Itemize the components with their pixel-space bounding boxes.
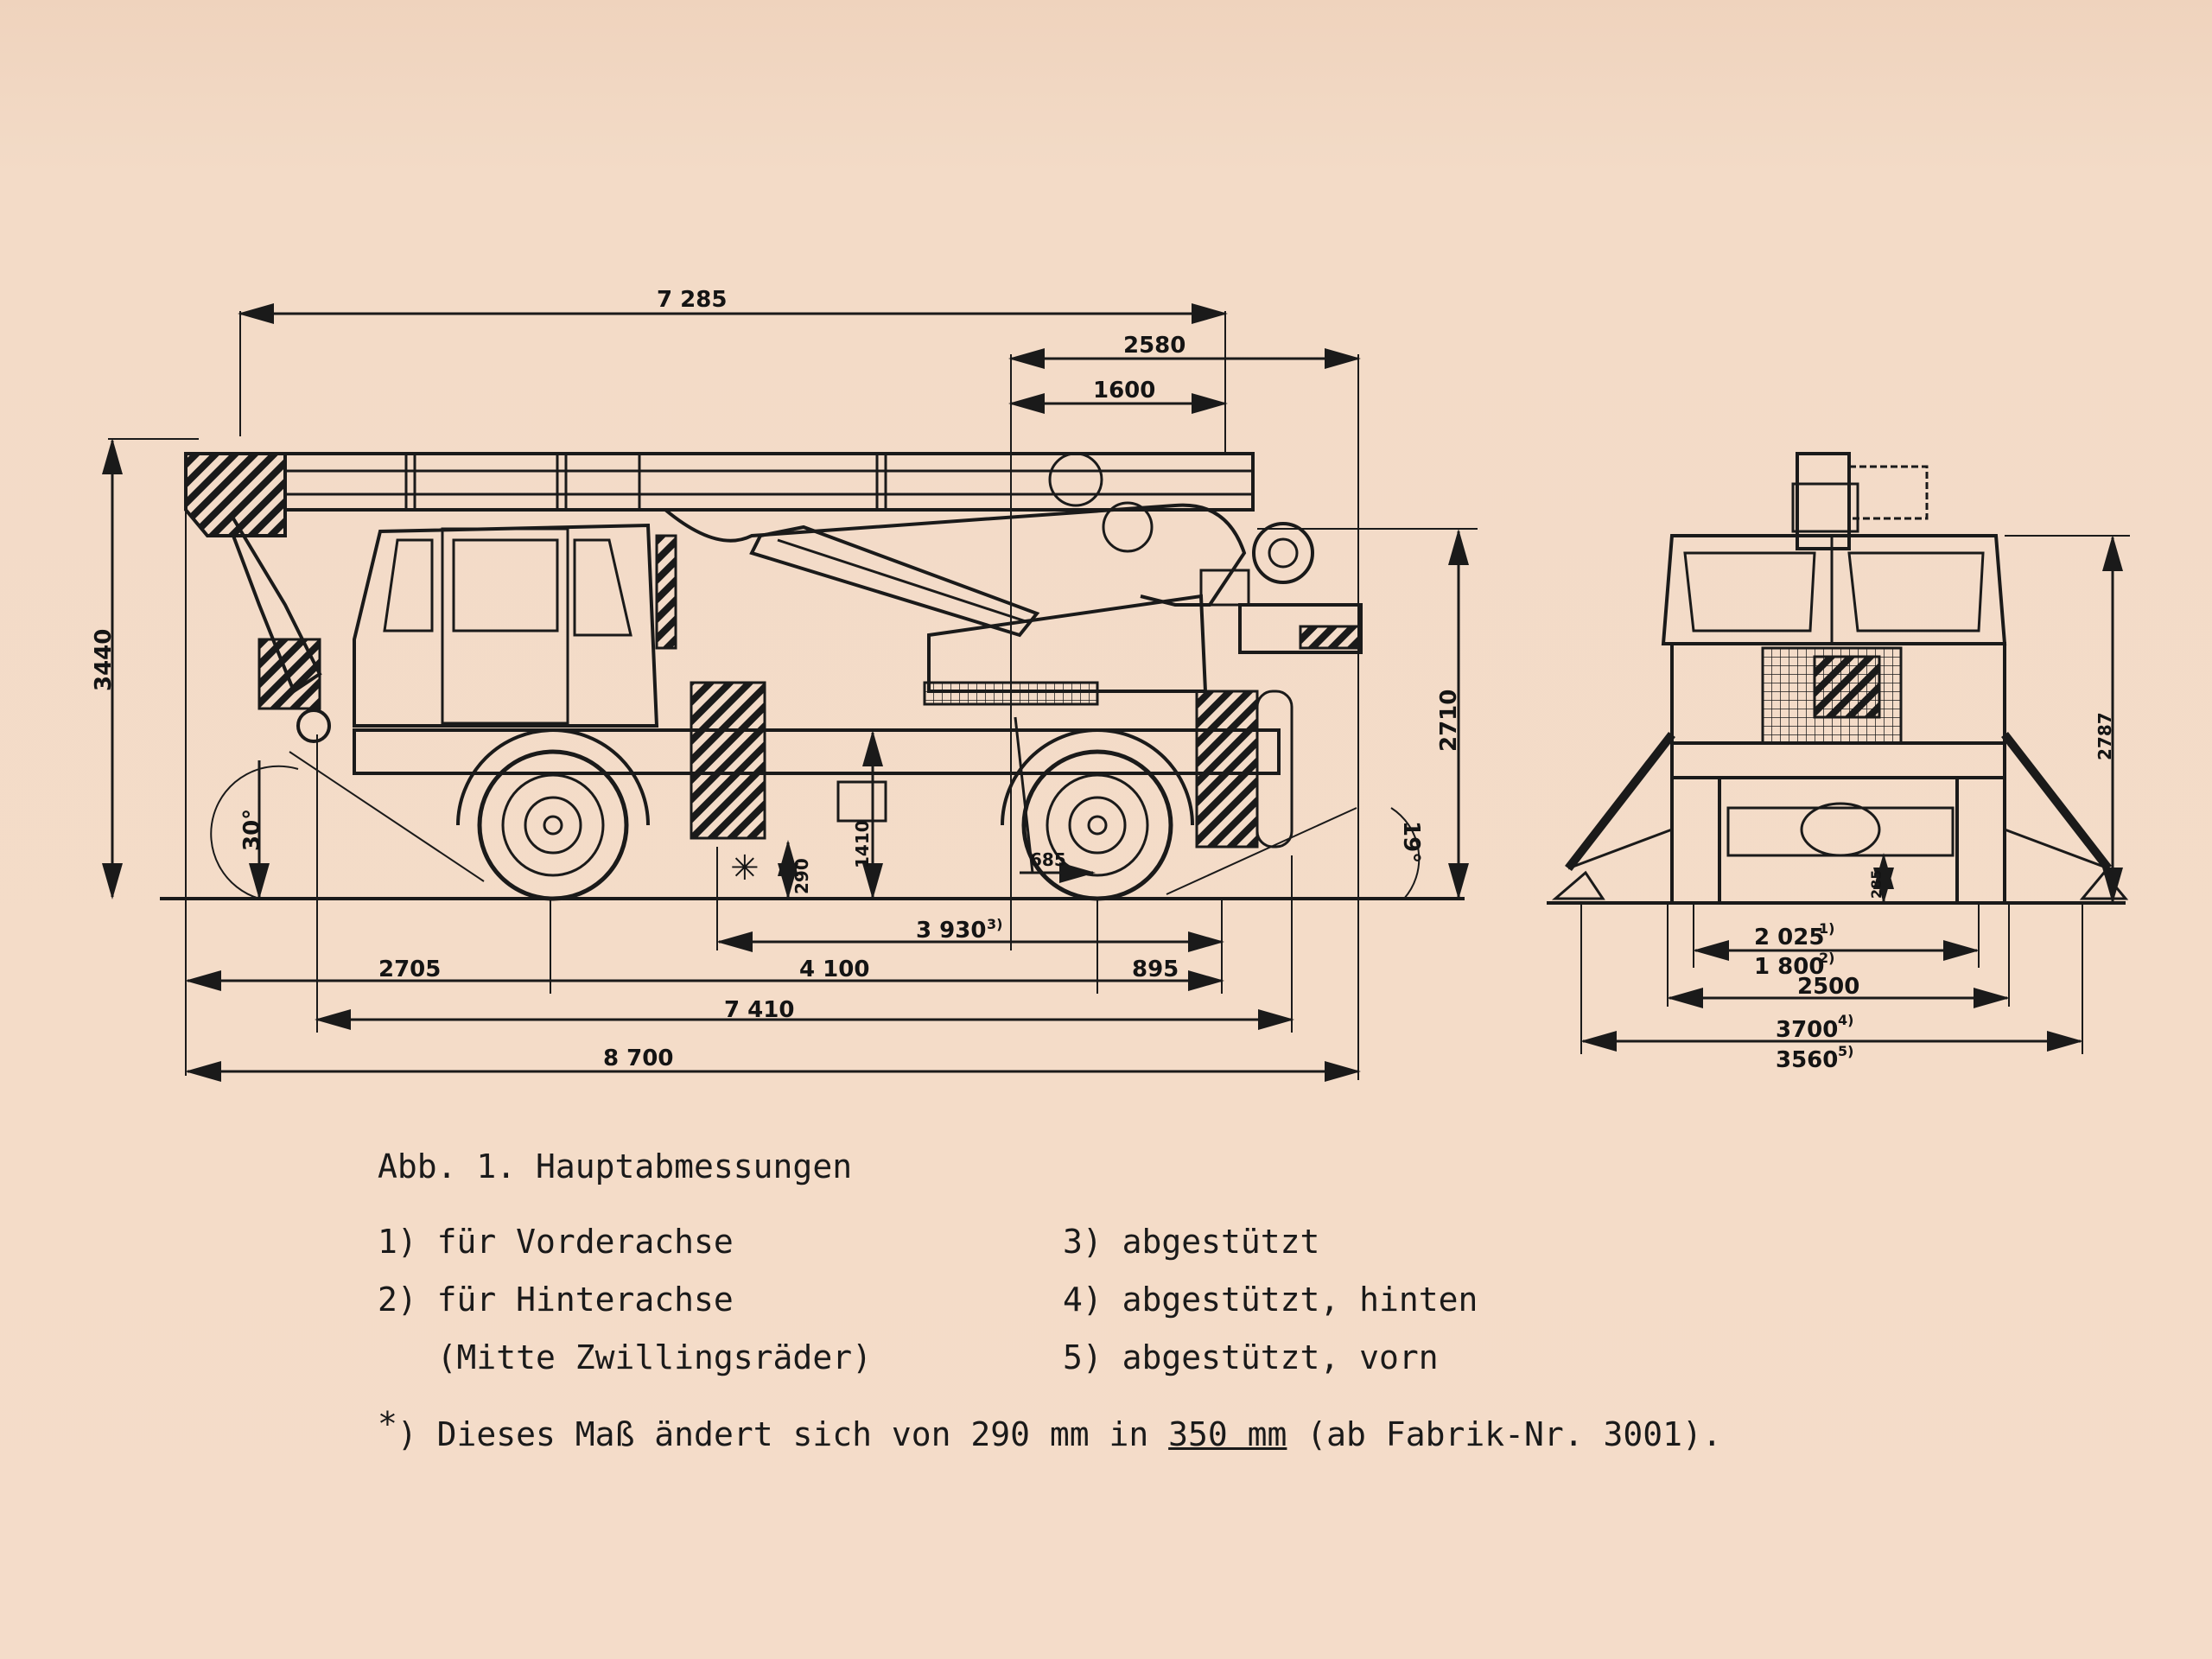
footnote-mark: *: [378, 1405, 397, 1443]
dim-2787: 2787: [2094, 712, 2115, 760]
footnote: *) Dieses Maß ändert sich von 290 mm in …: [378, 1405, 1722, 1453]
chassis: [353, 681, 1294, 874]
dim-7285: 7 285: [657, 287, 727, 313]
dim-3700: 3700: [1776, 1017, 1838, 1043]
footnote-underlined: 350 mm: [1168, 1415, 1287, 1453]
dim-3560: 3560: [1776, 1047, 1838, 1073]
driver-cab: [353, 523, 677, 728]
note-5: 5) abgestützt, vorn: [1063, 1338, 1439, 1376]
crane-boom: [184, 452, 1314, 743]
note-3: 3) abgestützt: [1063, 1223, 1320, 1261]
dim-3560-sup: 5): [1838, 1043, 1853, 1059]
side-view: 7 285 2580 1600 3440 2710 30° 19° 290 14…: [91, 287, 1478, 1082]
dim-1410: 1410: [852, 820, 873, 868]
note-2: 2) für Hinterachse: [378, 1281, 734, 1319]
dim-2500: 2500: [1797, 974, 1859, 1000]
dim-1600: 1600: [1093, 378, 1155, 404]
dim-8700: 8 700: [603, 1046, 673, 1071]
dim-895: 895: [1132, 957, 1179, 982]
front-view-labels: 2787 285 2 025 1) 1 800 2) 2500 3700 4) …: [1754, 712, 2115, 1073]
dim-7410: 7 410: [724, 997, 794, 1023]
figure-caption: Abb. 1. Hauptabmessungen: [378, 1147, 853, 1185]
dim-2710: 2710: [1436, 690, 1462, 752]
dim-4100: 4 100: [799, 957, 869, 982]
dimension-lines: [102, 303, 1469, 1082]
dim-3700-sup: 4): [1838, 1012, 1853, 1028]
asterisk-mark: ✳: [730, 849, 760, 888]
dim-3930: 3 930: [916, 918, 986, 944]
dim-3930-sup: 3): [987, 916, 1002, 932]
dim-290: 290: [791, 858, 812, 894]
footnote-post: (ab Fabrik-Nr. 3001).: [1287, 1415, 1722, 1453]
dim-285: 285: [1868, 870, 1885, 899]
side-view-labels: 7 285 2580 1600 3440 2710 30° 19° 290 14…: [91, 287, 1462, 1071]
front-wheel: [456, 728, 650, 901]
dim-2580: 2580: [1123, 333, 1185, 359]
dim-2025: 2 025: [1754, 925, 1824, 950]
angle-19: 19°: [1398, 821, 1424, 863]
dim-1800: 1 800: [1754, 954, 1824, 980]
dim-2705: 2705: [378, 957, 441, 982]
dim-3440: 3440: [91, 629, 117, 691]
dim-685: 685: [1030, 849, 1066, 870]
note-4: 4) abgestützt, hinten: [1063, 1281, 1478, 1319]
angle-30: 30°: [239, 809, 265, 851]
note-1: 1) für Vorderachse: [378, 1223, 734, 1261]
front-view: 2787 285 2 025 1) 1 800 2) 2500 3700 4) …: [1547, 452, 2130, 1073]
footnote-pre: ) Dieses Maß ändert sich von 290 mm in: [397, 1415, 1169, 1453]
note-2-detail: (Mitte Zwillingsräder): [378, 1338, 872, 1376]
dim-2025-sup: 1): [1819, 920, 1834, 937]
front-dimension-lines: [1580, 535, 2123, 1052]
superstructure: [923, 569, 1363, 706]
luffing-cylinder: [664, 503, 1247, 638]
dim-1800-sup: 2): [1819, 950, 1834, 966]
